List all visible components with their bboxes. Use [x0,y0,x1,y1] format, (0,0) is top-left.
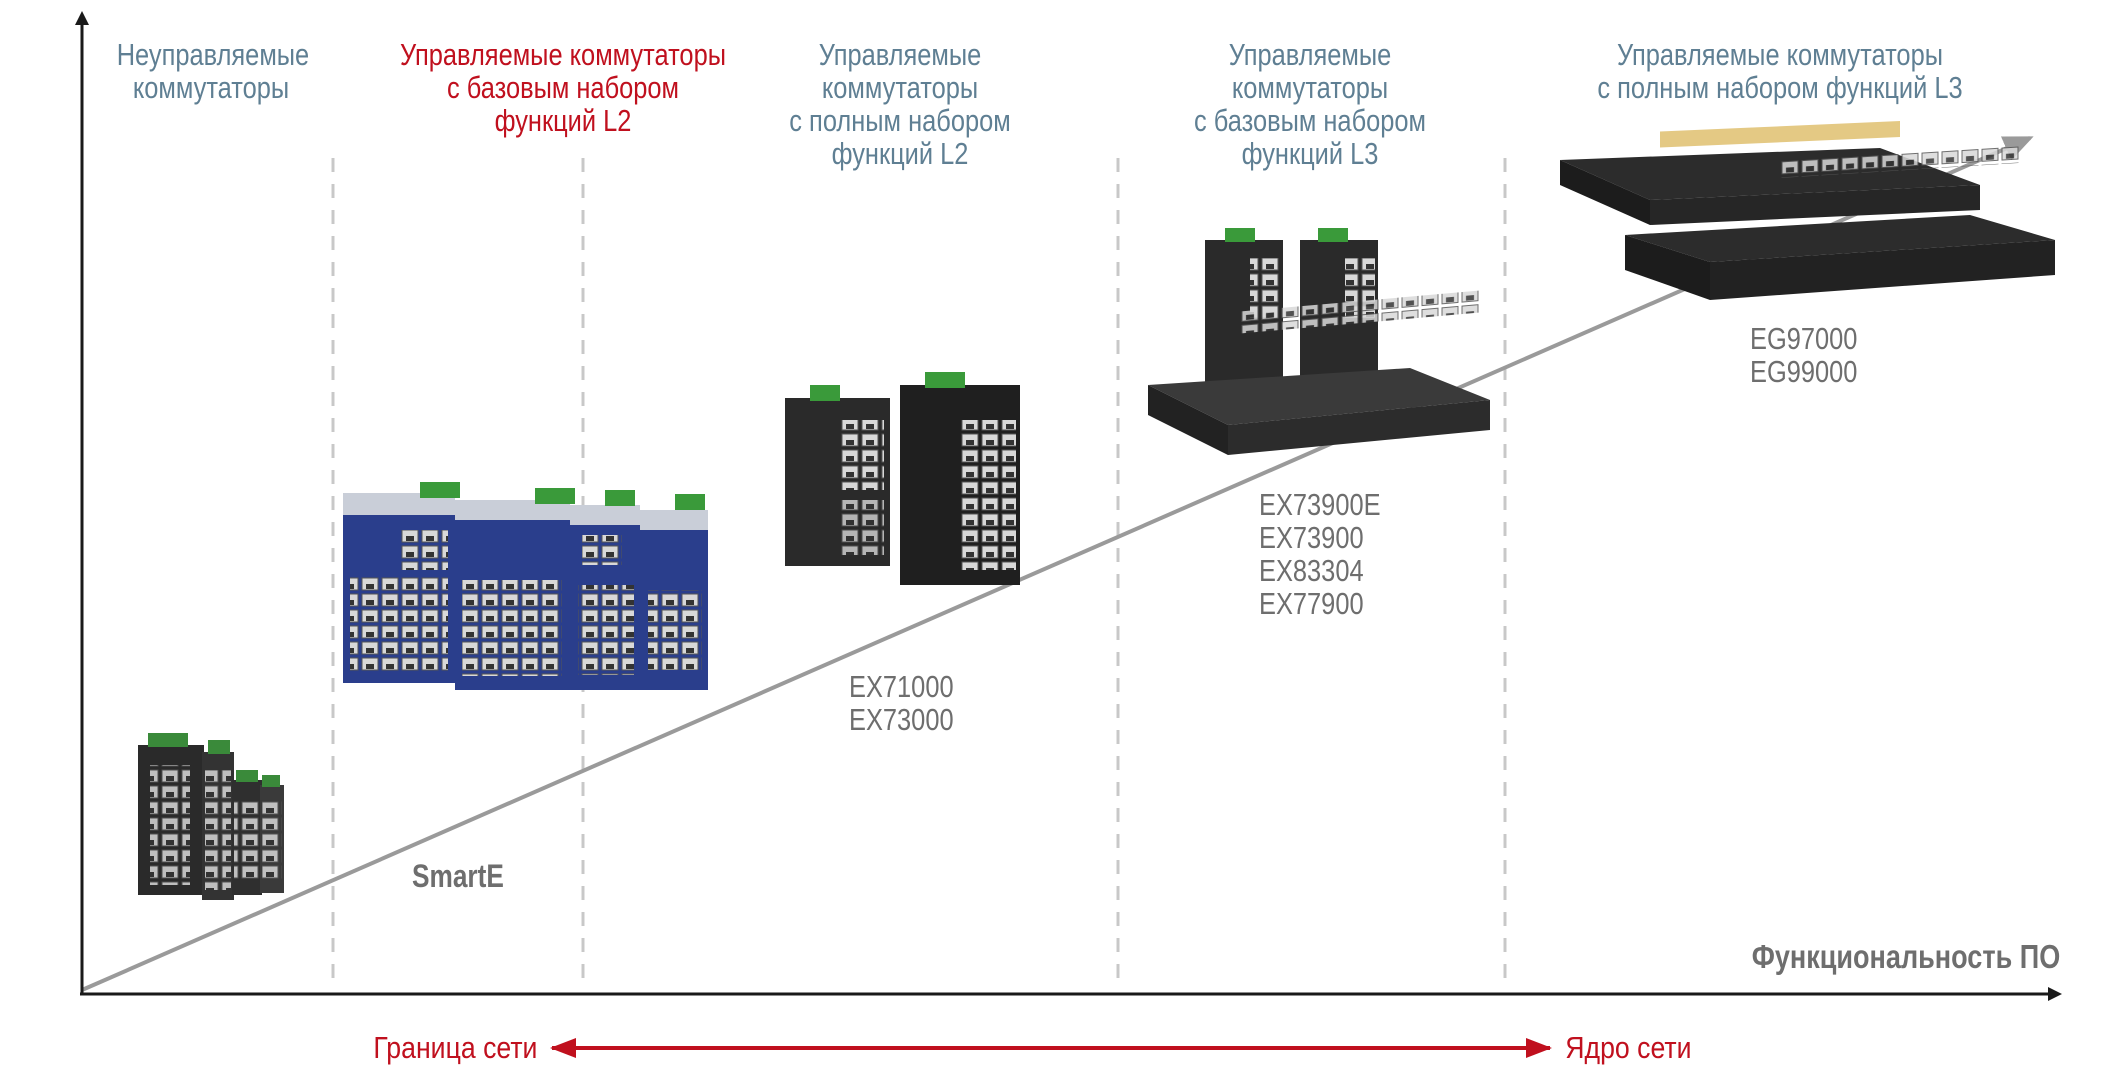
category-line: функций L2 [494,103,632,138]
x-axis-label: Функциональность ПО [1751,938,2060,975]
category-line: Управляемые [1228,37,1392,72]
category-line: функций L2 [831,136,969,171]
managed-full-l3-switches-image [1560,121,2055,300]
product-model: EX77900 [1259,586,1364,621]
category-managed-basic-l3: Управляемые коммутаторы с базовым наборо… [1171,38,1450,170]
managed-basic-l2-switches-image [343,482,708,690]
products-full-l2: EX71000 EX73000 [849,670,954,736]
products-full-l3: EG97000 EG99000 [1750,322,1857,388]
product-model: EG97000 [1750,321,1858,356]
category-line: коммутаторы [821,70,979,105]
category-unmanaged: Неуправляемые коммутаторы [116,37,310,105]
product-model: EX73000 [849,702,954,737]
category-line: коммутаторы [1231,70,1389,105]
category-managed-basic-l2: Управляемые коммутаторы с базовым наборо… [374,38,751,137]
category-line: Управляемые [818,37,982,72]
product-model: EX73900 [1259,520,1364,555]
managed-full-l2-switches-image [785,372,1020,585]
product-model: EG99000 [1750,354,1858,389]
category-line: с базовым набором [446,70,680,105]
product-smarte: SmartE [412,858,504,894]
category-line: Управляемые коммутаторы [1616,37,1943,72]
category-line: коммутаторы [132,70,290,105]
edge-label: Граница сети [373,1030,538,1065]
product-model: EX83304 [1259,553,1364,588]
category-line: Неуправляемые [116,37,310,72]
category-line: с полным набором функций L3 [1597,70,1963,105]
category-line: с полным набором [789,103,1011,138]
category-line: с базовым набором [1193,103,1427,138]
product-model: EX71000 [849,669,954,704]
category-managed-full-l2: Управляемые коммутаторы с полным набором… [769,38,1031,170]
product-model: EX73900E [1259,487,1381,522]
unmanaged-switches-image [138,733,284,900]
products-basic-l3: EX73900E EX73900 EX83304 EX77900 [1259,488,1381,620]
core-label: Ядро сети [1565,1030,1692,1065]
category-line: функций L3 [1241,136,1379,171]
category-managed-full-l3: Управляемые коммутаторы с полным набором… [1567,38,1993,104]
managed-basic-l3-switches-image [1148,228,1490,455]
category-line: Управляемые коммутаторы [399,37,726,72]
